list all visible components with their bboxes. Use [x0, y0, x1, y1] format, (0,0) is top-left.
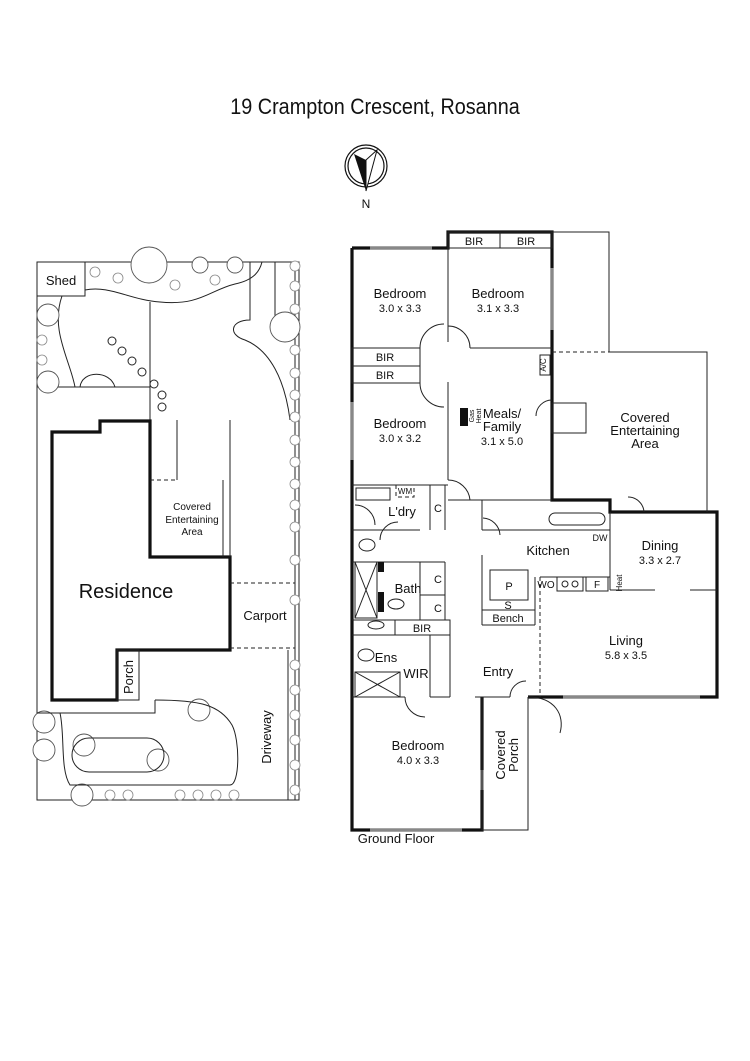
master-name: Bedroom — [392, 738, 445, 753]
porch-name-2: Porch — [506, 738, 521, 772]
meals-name-1: Meals/ — [483, 406, 522, 421]
bir-label-5: BIR — [413, 623, 431, 635]
fridge-label: F — [594, 580, 600, 591]
residence-outline — [50, 419, 232, 702]
bath-basin-icon — [387, 598, 405, 610]
dining-dims: 3.3 x 2.7 — [639, 555, 681, 567]
wall-oven-label: WO — [537, 580, 554, 591]
north-arrow-icon — [344, 144, 388, 192]
bed3-name: Bedroom — [374, 416, 427, 431]
meals-dims: 3.1 x 5.0 — [481, 436, 523, 448]
page-title: 19 Crampton Crescent, Rosanna — [230, 94, 520, 119]
carport-label: Carport — [243, 608, 287, 623]
washing-machine-icon — [395, 484, 415, 498]
cooktop-icon — [556, 576, 584, 592]
shower-icon — [354, 671, 401, 698]
cupboard-label-2: C — [434, 574, 442, 586]
site-covered-label-1: Covered — [173, 502, 211, 513]
wir-name: WIR — [403, 666, 428, 681]
living-name: Living — [609, 633, 643, 648]
pantry-label: P — [505, 581, 512, 593]
laundry-trough-icon — [355, 487, 391, 501]
bir-label-4: BIR — [376, 370, 394, 382]
cupboard-label-3: C — [434, 603, 442, 615]
bath-name: Bath — [395, 581, 422, 596]
floor-caption: Ground Floor — [358, 831, 435, 846]
site-plan: Shed — [32, 246, 301, 807]
fridge-space — [585, 576, 609, 592]
heat-label: Heat — [476, 409, 483, 424]
wm-label: WM — [398, 487, 413, 496]
bench-label: Bench — [492, 613, 523, 625]
residence-label: Residence — [79, 581, 174, 603]
shed-label: Shed — [46, 273, 76, 288]
cupboard-label-1: C — [434, 503, 442, 515]
ac-unit-icon — [539, 354, 551, 376]
heater-label: Heat — [615, 574, 624, 592]
meals-name-2: Family — [483, 419, 522, 434]
kitchen-name: Kitchen — [526, 543, 569, 558]
ground-floor-plan: Bedroom 3.0 x 3.3 Bedroom 3.1 x 3.3 Bedr… — [350, 230, 719, 832]
entry-name: Entry — [483, 664, 514, 679]
ac-label: A/C — [539, 358, 548, 372]
gas-label: Gas — [469, 409, 476, 422]
kitchen-sink-icon — [548, 512, 606, 526]
bir-label-1: BIR — [465, 236, 483, 248]
gas-heater-icon — [460, 408, 468, 426]
sink-label: S — [504, 600, 511, 612]
site-covered-label-2: Entertaining — [165, 515, 218, 526]
shed — [36, 261, 86, 297]
toilet-icon — [358, 538, 376, 552]
master-dims: 4.0 x 3.3 — [397, 755, 439, 767]
compass-label: N — [362, 197, 371, 211]
site-boundary — [36, 261, 300, 801]
tree-icons — [32, 246, 301, 807]
bed1-name: Bedroom — [374, 286, 427, 301]
dishwasher-label: DW — [593, 533, 608, 543]
covered-area-name-2: Entertaining — [610, 423, 679, 438]
bed2-name: Bedroom — [472, 286, 525, 301]
covered-area-name-3: Area — [631, 436, 659, 451]
covered-area-name-1: Covered — [620, 410, 669, 425]
living-dims: 5.8 x 3.5 — [605, 650, 647, 662]
dining-name: Dining — [642, 538, 679, 553]
laundry-name: L'dry — [388, 504, 416, 519]
shrub-icons — [36, 260, 301, 801]
site-covered-label-3: Area — [181, 527, 203, 538]
bed2-dims: 3.1 x 3.3 — [477, 303, 519, 315]
porch-name-1: Covered — [493, 730, 508, 779]
ensuite-basin-icon — [367, 620, 385, 630]
ensuite-name: Ens — [375, 650, 398, 665]
bed1-dims: 3.0 x 3.3 — [379, 303, 421, 315]
driveway-label: Driveway — [259, 710, 274, 764]
bir-label-2: BIR — [517, 236, 535, 248]
ensuite-toilet-icon — [357, 648, 375, 662]
porch-label: Porch — [121, 660, 136, 694]
bath-tub-icon — [354, 561, 384, 619]
bir-label-3: BIR — [376, 352, 394, 364]
bed3-dims: 3.0 x 3.2 — [379, 433, 421, 445]
